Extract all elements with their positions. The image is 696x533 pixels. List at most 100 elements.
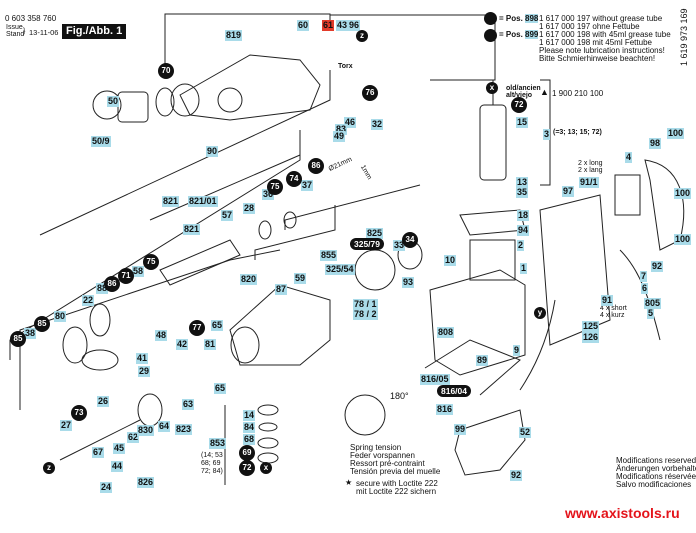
grease-marker[interactable]: z xyxy=(356,30,368,42)
part-label[interactable]: 816 xyxy=(436,404,454,415)
grease-marker[interactable]: 75 xyxy=(143,254,159,270)
part-label[interactable]: 32 xyxy=(371,119,384,130)
part-label[interactable]: 50/9 xyxy=(91,136,111,147)
part-label[interactable]: 29 xyxy=(138,366,151,377)
part-label[interactable]: 42 xyxy=(176,339,189,350)
grease-marker[interactable]: 69 xyxy=(239,445,255,461)
part-label[interactable]: 60 xyxy=(297,20,310,31)
part-label[interactable]: 67 xyxy=(92,447,105,458)
part-label[interactable]: 100 xyxy=(674,188,692,199)
part-label[interactable]: 87 xyxy=(275,284,288,295)
part-label[interactable]: 9 xyxy=(513,345,521,356)
part-label[interactable]: 126 xyxy=(582,332,600,343)
grease-marker[interactable]: 86 xyxy=(308,158,324,174)
part-label[interactable]: 7 xyxy=(640,271,648,282)
part-pill-label[interactable]: 325/79 xyxy=(350,238,384,250)
part-label[interactable]: 81 xyxy=(204,339,217,350)
part-label[interactable]: 855 xyxy=(320,250,338,261)
part-label[interactable]: 84 xyxy=(243,422,256,433)
part-label[interactable]: 100 xyxy=(674,234,692,245)
part-label[interactable]: 808 xyxy=(437,327,455,338)
part-label[interactable]: 78 / 2 xyxy=(353,309,378,320)
part-label[interactable]: 99 xyxy=(454,424,467,435)
part-label[interactable]: 1 xyxy=(520,263,528,274)
part-label[interactable]: 830 xyxy=(137,425,155,436)
part-label[interactable]: 92 xyxy=(651,261,664,272)
part-label[interactable]: 4 xyxy=(625,152,633,163)
grease-marker[interactable]: 85 xyxy=(34,316,50,332)
part-label[interactable]: 64 xyxy=(158,421,171,432)
website-link[interactable]: www.axistools.ru xyxy=(565,505,680,521)
grease-marker[interactable]: 85 xyxy=(10,331,26,347)
grease-marker[interactable]: 72 xyxy=(511,97,527,113)
part-label[interactable]: 88 xyxy=(96,283,109,294)
part-label[interactable]: 52 xyxy=(519,427,532,438)
part-label[interactable]: 5 xyxy=(647,308,655,319)
part-label[interactable]: 97 xyxy=(562,186,575,197)
part-label[interactable]: 325/54 xyxy=(325,264,355,275)
grease-marker[interactable]: 70 xyxy=(158,63,174,79)
grease-marker[interactable]: 71 xyxy=(118,268,134,284)
part-label[interactable]: 89 xyxy=(476,355,489,366)
grease-marker[interactable]: x xyxy=(260,462,272,474)
grease-marker[interactable]: 34 xyxy=(402,232,418,248)
part-label[interactable]: 853 xyxy=(209,438,227,449)
grease-marker[interactable]: y xyxy=(534,307,546,319)
part-label[interactable]: 2 xyxy=(517,240,525,251)
part-label[interactable]: 823 xyxy=(175,424,193,435)
part-label[interactable]: 50 xyxy=(107,96,120,107)
grease-marker[interactable]: 73 xyxy=(71,405,87,421)
part-pill-label[interactable]: 816/04 xyxy=(437,385,471,397)
part-label[interactable]: 100 xyxy=(667,128,685,139)
part-label[interactable]: 33 xyxy=(393,240,406,251)
part-label[interactable]: 46 xyxy=(344,117,357,128)
part-label[interactable]: 91/1 xyxy=(579,177,599,188)
part-label[interactable]: 821 xyxy=(162,196,180,207)
part-label[interactable]: 10 xyxy=(444,255,457,266)
part-label[interactable]: 92 xyxy=(510,470,523,481)
grease-marker[interactable]: 76 xyxy=(362,85,378,101)
part-label[interactable]: 94 xyxy=(517,225,530,236)
part-label[interactable]: 90 xyxy=(206,146,219,157)
part-label[interactable]: 57 xyxy=(221,210,234,221)
part-label[interactable]: 98 xyxy=(649,138,662,149)
part-label[interactable]: 125 xyxy=(582,321,600,332)
part-label[interactable]: 826 xyxy=(137,477,155,488)
part-label[interactable]: 58 xyxy=(132,266,145,277)
part-label[interactable]: 45 xyxy=(113,443,126,454)
grease-marker[interactable]: 86 xyxy=(104,276,120,292)
grease-marker[interactable]: 77 xyxy=(189,320,205,336)
part-label[interactable]: 819 xyxy=(225,30,243,41)
part-label[interactable]: 3 xyxy=(543,129,551,140)
part-label[interactable]: 825 xyxy=(366,228,384,239)
part-label[interactable]: 13 xyxy=(516,177,529,188)
grease-marker[interactable]: x xyxy=(486,82,498,94)
part-label[interactable]: 62 xyxy=(127,432,140,443)
part-label[interactable]: 43 xyxy=(336,20,349,31)
grease-marker[interactable]: 72 xyxy=(239,460,255,476)
part-label[interactable]: 41 xyxy=(136,353,149,364)
part-label[interactable]: 22 xyxy=(82,295,95,306)
part-label[interactable]: 48 xyxy=(155,330,168,341)
part-label[interactable]: 27 xyxy=(60,420,73,431)
part-label[interactable]: 816/05 xyxy=(420,374,450,385)
part-label[interactable]: 63 xyxy=(182,399,195,410)
part-label[interactable]: 18 xyxy=(517,210,530,221)
part-label[interactable]: 96 xyxy=(348,20,361,31)
part-label[interactable]: 78 / 1 xyxy=(353,299,378,310)
part-label[interactable]: 93 xyxy=(402,277,415,288)
part-label[interactable]: 820 xyxy=(240,274,258,285)
part-label[interactable]: 44 xyxy=(111,461,124,472)
part-label[interactable]: 35 xyxy=(516,187,529,198)
part-label[interactable]: 24 xyxy=(100,482,113,493)
part-label[interactable]: 38 xyxy=(24,328,37,339)
part-label[interactable]: 15 xyxy=(516,117,529,128)
part-label[interactable]: 821 xyxy=(183,224,201,235)
part-label[interactable]: 26 xyxy=(97,396,110,407)
part-label[interactable]: 65 xyxy=(214,383,227,394)
part-label[interactable]: 6 xyxy=(641,283,649,294)
grease-marker[interactable]: z xyxy=(43,462,55,474)
part-label[interactable]: 14 xyxy=(243,410,256,421)
part-label[interactable]: 821/01 xyxy=(188,196,218,207)
part-label[interactable]: 36 xyxy=(262,189,275,200)
